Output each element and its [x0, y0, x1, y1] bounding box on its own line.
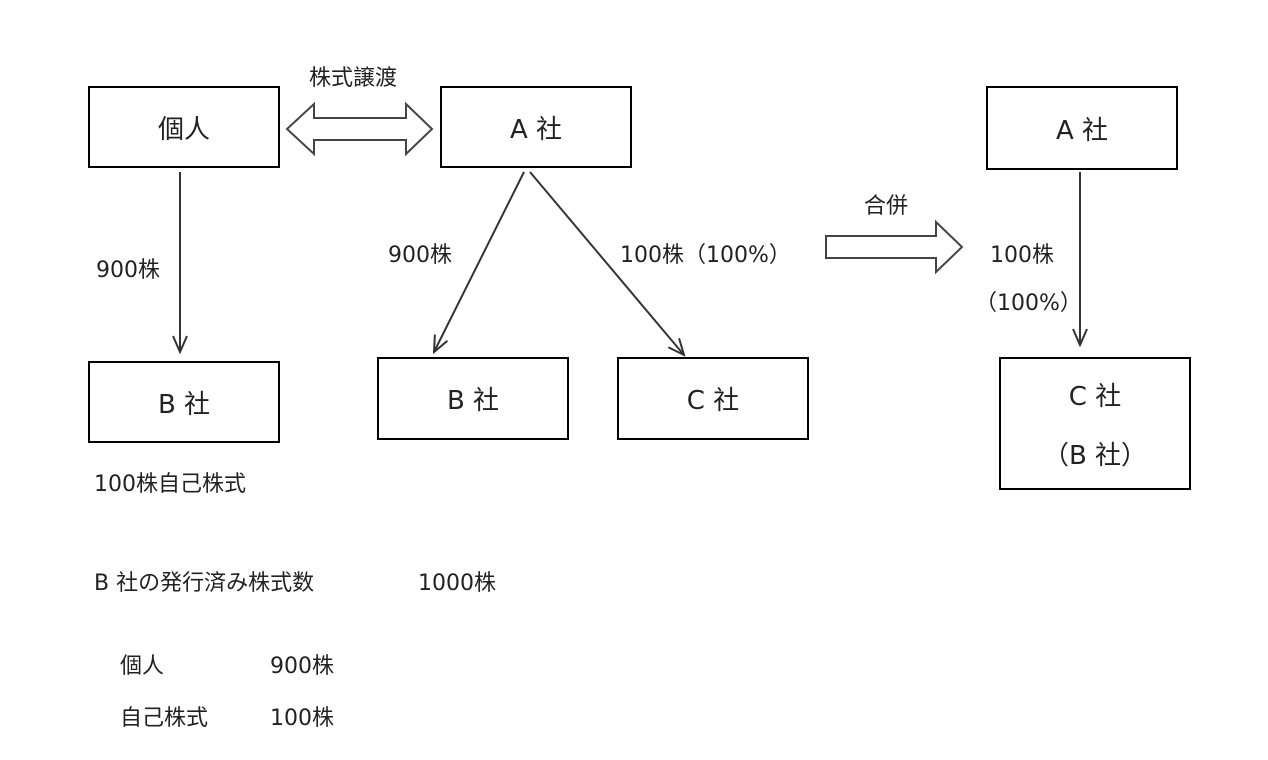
box-c-company-middle: C 社: [617, 357, 809, 440]
shares-a-to-c-right-label: 100株: [990, 243, 1054, 268]
box-b-company-left: B 社: [88, 361, 280, 443]
box-c-company-merged-label: C 社: [1068, 381, 1122, 412]
holding-row-value: 900株: [270, 654, 334, 679]
box-c-company-middle-label: C 社: [686, 386, 740, 416]
merger-block-arrow: [825, 219, 964, 275]
holding-row-label: 自己株式: [120, 706, 209, 731]
box-individual-label: 個人: [157, 114, 210, 145]
shares-a-to-b-label: 900株: [388, 243, 452, 268]
share-transfer-double-arrow: [285, 101, 434, 157]
holding-row-label: 個人: [120, 654, 165, 679]
box-b-company-middle-label: B 社: [446, 386, 500, 416]
holding-row-value: 100株: [270, 706, 334, 731]
box-individual: 個人: [88, 86, 280, 168]
box-c-company-merged: C 社 （B 社）: [999, 357, 1191, 490]
box-c-company-merged-sublabel: （B 社）: [1042, 440, 1148, 471]
treasury-stock-note: 100株自己株式: [94, 472, 246, 497]
issued-shares-total: 1000株: [418, 571, 496, 596]
issued-shares-title: B 社の発行済み株式数: [94, 571, 315, 596]
shares-a-to-c-right-percent: （100%）: [975, 291, 1082, 316]
share-transfer-label: 株式譲渡: [309, 66, 398, 91]
merger-label: 合併: [864, 194, 909, 219]
box-a-company-right: A 社: [986, 86, 1178, 170]
arrow-a-to-c: [529, 171, 684, 355]
shares-individual-to-b-label: 900株: [96, 258, 160, 283]
box-b-company-middle: B 社: [377, 357, 569, 440]
arrow-a-to-b: [434, 171, 525, 352]
box-a-company-right-label: A 社: [1055, 115, 1109, 146]
box-a-company: A 社: [440, 86, 632, 168]
box-b-company-left-label: B 社: [157, 389, 211, 420]
shares-a-to-c-label: 100株（100%）: [620, 243, 791, 268]
box-a-company-label: A 社: [509, 114, 563, 145]
